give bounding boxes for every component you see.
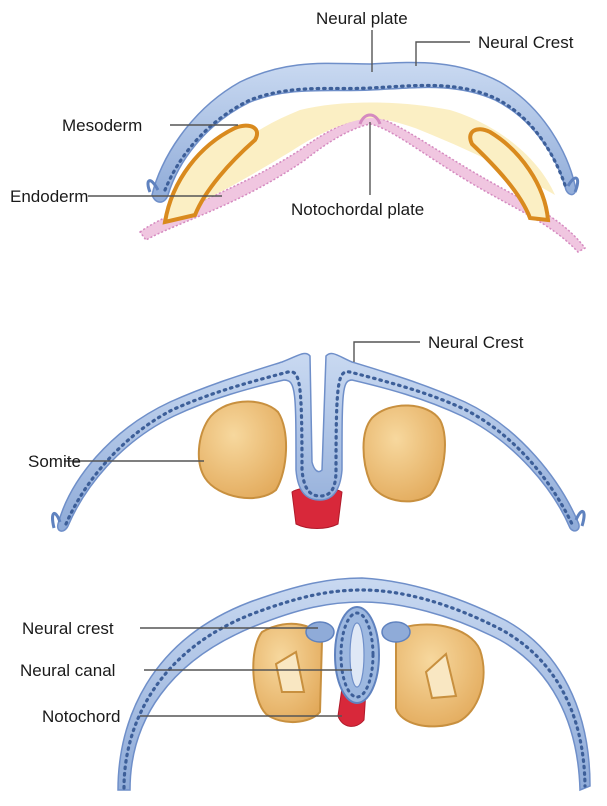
stage2-somite-left	[199, 402, 286, 499]
stage3-neural-canal-label: Neural canal	[20, 661, 115, 680]
stage3-neural-crest-right	[382, 622, 410, 642]
stage2-neural-groove-section	[53, 354, 585, 532]
stage1-notochordal-plate-label: Notochordal plate	[291, 200, 424, 219]
stage3-neural-tube-section	[118, 578, 590, 790]
stage1-mesoderm-label: Mesoderm	[62, 116, 142, 135]
stage3-neural-crest-left	[306, 622, 334, 642]
stage1-endoderm-label: Endoderm	[10, 187, 88, 206]
stage1-neural-plate-section	[140, 62, 585, 252]
stage3-notochord-label: Notochord	[42, 707, 120, 726]
stage1-neural-plate-label: Neural plate	[316, 9, 408, 28]
stage2-somite-label: Somite	[28, 452, 81, 471]
stage2-somite-right	[364, 405, 445, 501]
stage3-neural-crest-label: Neural crest	[22, 619, 114, 638]
stage1-neural-crest-label: Neural Crest	[478, 33, 574, 52]
stage3-neural-canal	[350, 623, 364, 687]
stage2-neural-crest-label: Neural Crest	[428, 333, 524, 352]
stage2-neural-crest-leader	[354, 342, 420, 362]
